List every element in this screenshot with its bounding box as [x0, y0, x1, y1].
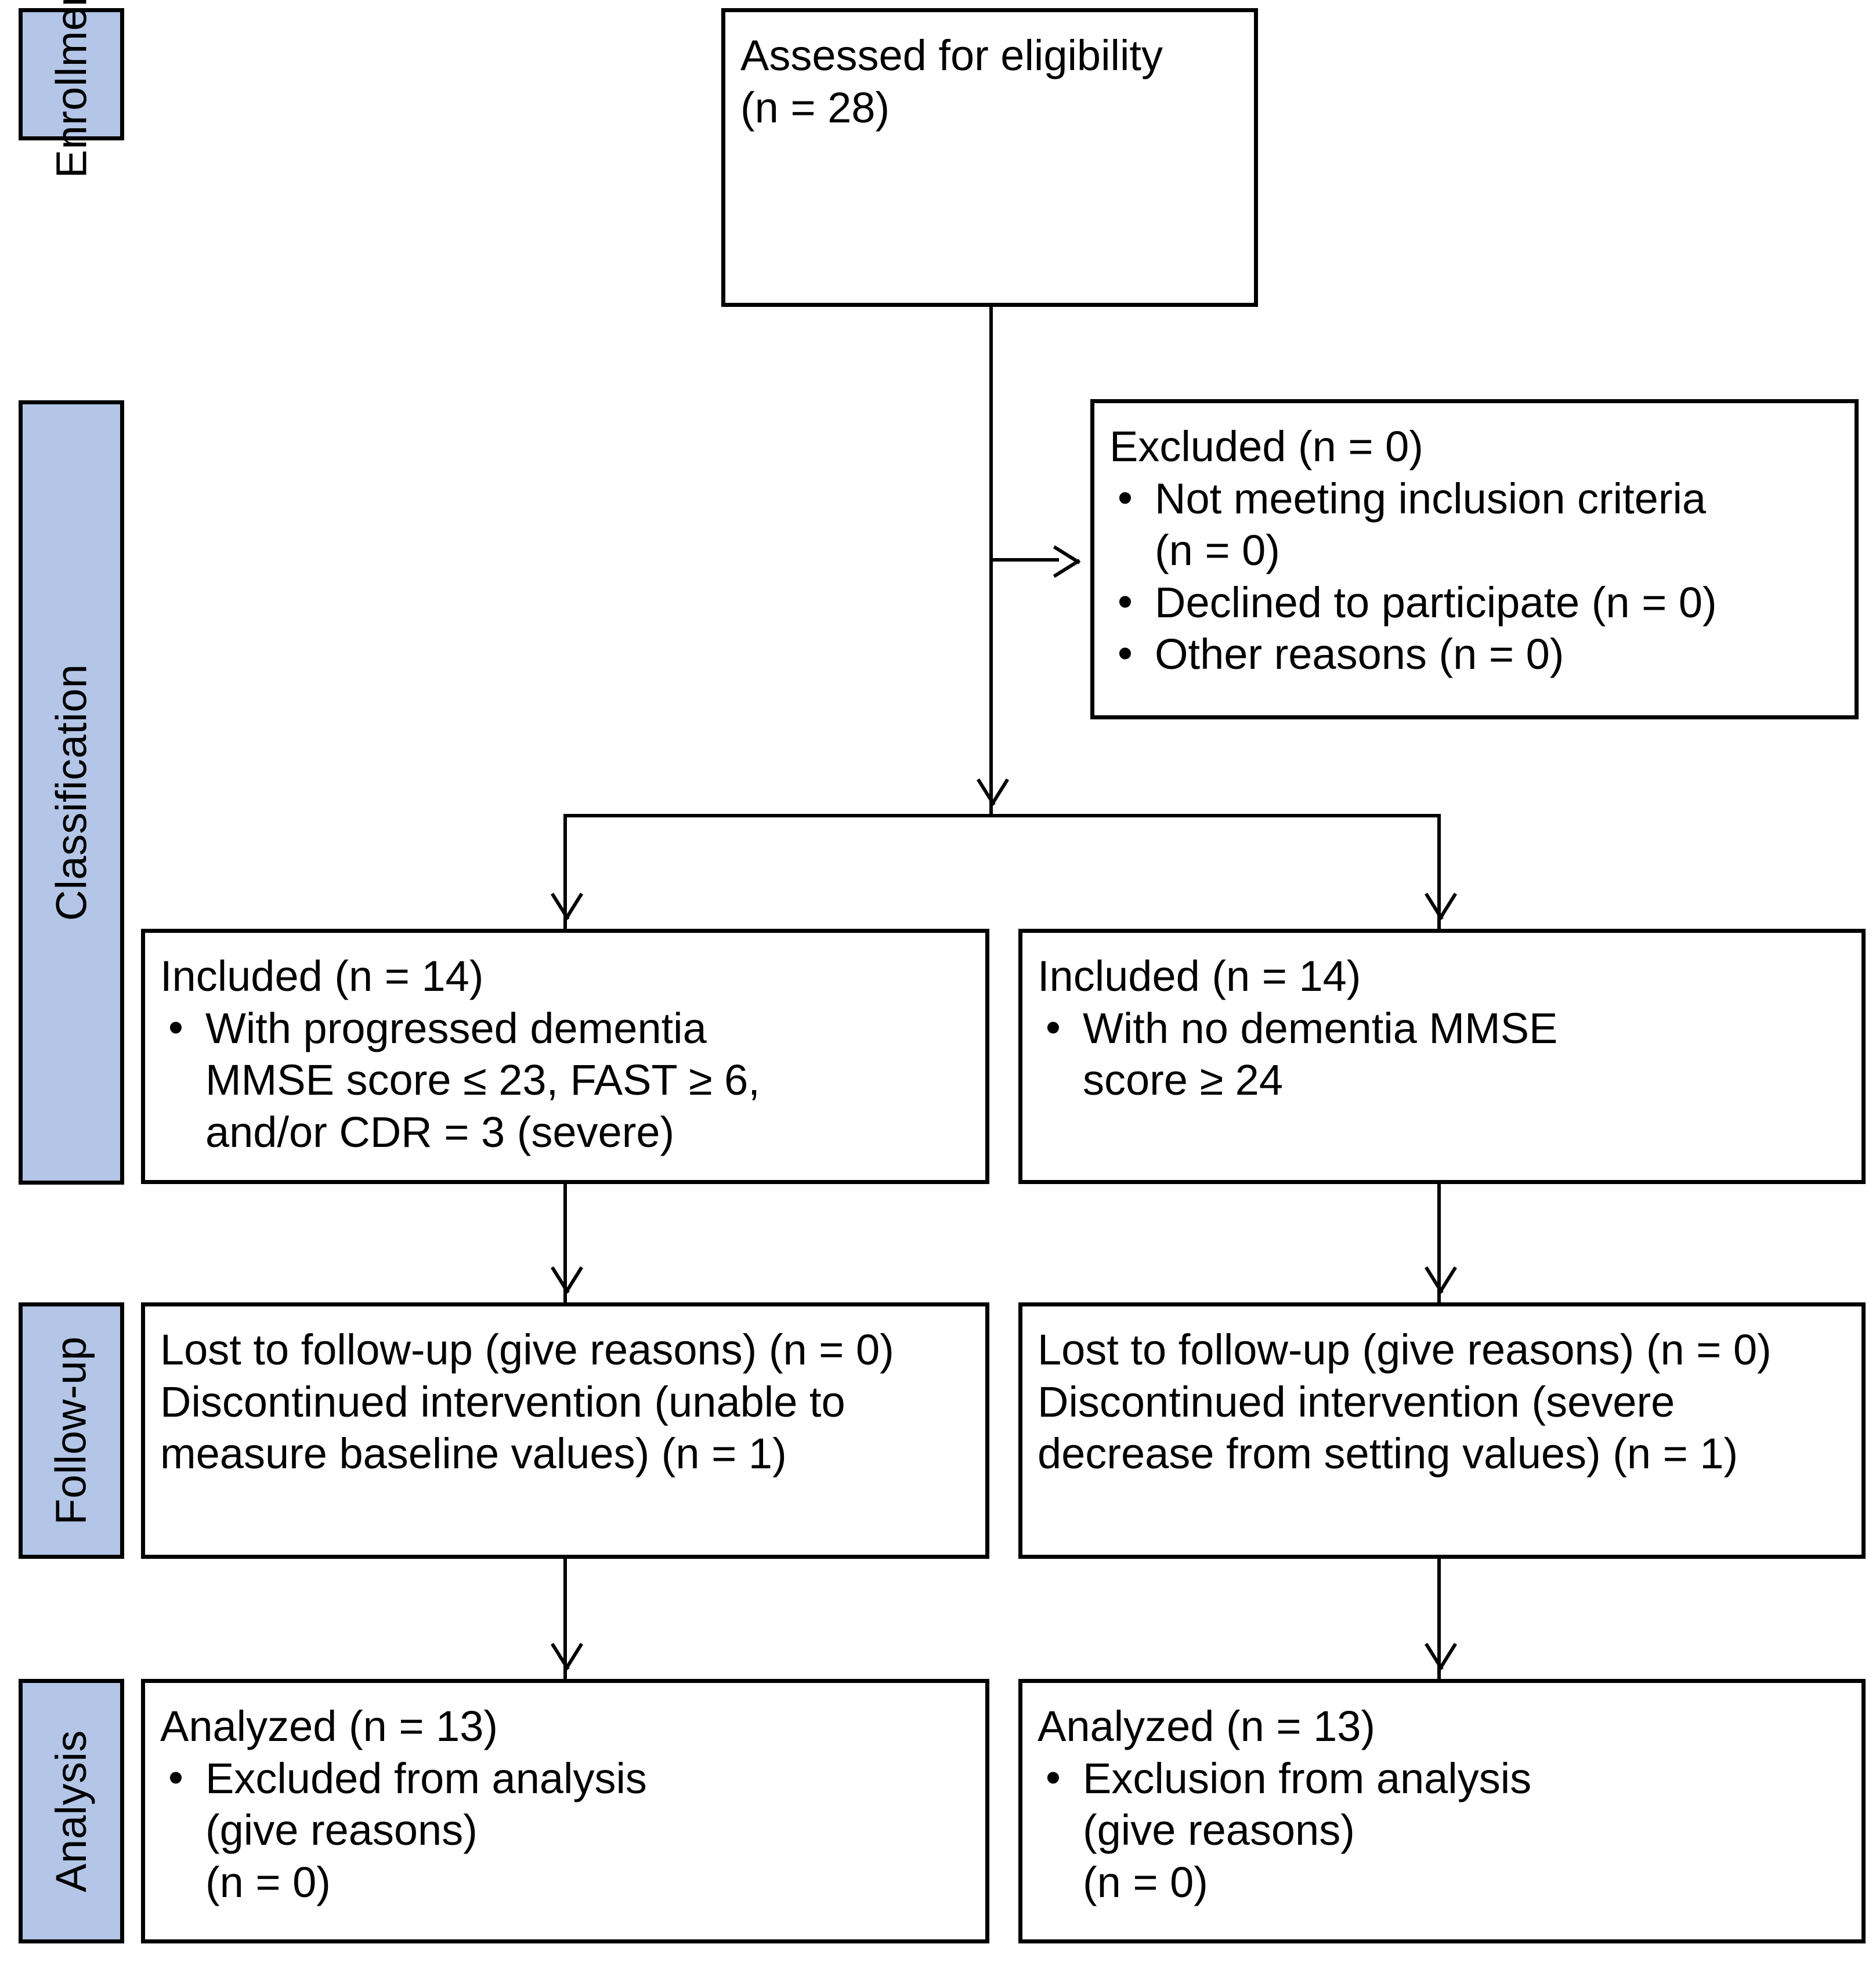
excluded-heading: Excluded (n = 0) [1109, 422, 1423, 470]
connector-included-left-to-followup-left [563, 1184, 567, 1302]
connector-included-right-to-followup-right [1437, 1184, 1441, 1302]
assessed-line-1: Assessed for eligibility [740, 31, 1163, 79]
node-analysis-right: Analyzed (n = 13) Exclusion from analysi… [1018, 1679, 1866, 1943]
included-right-heading: Included (n = 14) [1038, 952, 1361, 1000]
followup-left-line-1: Lost to follow-up (give reasons) (n = 0) [160, 1326, 894, 1374]
analysis-left-heading: Analyzed (n = 13) [160, 1702, 498, 1750]
arrowhead-followup-right-to-analysis-right [1420, 1645, 1458, 1683]
node-included-left: Included (n = 14) With progressed dement… [141, 929, 989, 1184]
followup-right-line-2: Discontinued intervention (severe decrea… [1038, 1377, 1738, 1478]
arrowhead-trunk-to-fork [972, 780, 1010, 819]
excluded-bullet-item: Not meeting inclusion criteria (n = 0) [1109, 472, 1839, 577]
assessed-line-2: (n = 28) [740, 83, 890, 132]
node-assessed-for-eligibility: Assessed for eligibility (n = 28) [721, 8, 1258, 307]
analysis-left-bullet-item: Excluded from analysis (give reasons) (n… [160, 1751, 970, 1909]
included-right-bullet-item: With no dementia MMSE score ≥ 24 [1038, 1001, 1846, 1106]
analysis-right-bullet-item: Exclusion from analysis (give reasons) (… [1038, 1751, 1846, 1909]
stage-band-followup: Follow-up [19, 1302, 124, 1559]
stage-band-enrollment: Enrollment [19, 0, 124, 178]
node-followup-left: Lost to follow-up (give reasons) (n = 0)… [141, 1302, 989, 1559]
arrowhead-included-right-to-followup-right [1420, 1268, 1458, 1306]
arrowhead-fork-left [546, 895, 584, 933]
followup-left-line-2: Discontinued intervention (unable to mea… [160, 1377, 845, 1478]
arrowhead-included-left-to-followup-left [546, 1268, 584, 1306]
connector-fork-right-leg [1437, 814, 1441, 929]
arrowhead-to-excluded [1055, 541, 1093, 579]
stage-label-analysis: Analysis [47, 1730, 95, 1892]
included-left-heading: Included (n = 14) [160, 952, 484, 1000]
arrowhead-fork-right [1420, 895, 1458, 933]
included-right-bullet-list: With no dementia MMSE score ≥ 24 [1038, 1001, 1846, 1106]
connector-fork-bar [563, 814, 1441, 817]
connector-followup-right-to-analysis-right [1437, 1559, 1441, 1679]
node-analysis-left: Analyzed (n = 13) Excluded from analysis… [141, 1679, 989, 1943]
followup-right-line-1: Lost to follow-up (give reasons) (n = 0) [1038, 1326, 1772, 1374]
stage-band-analysis: Analysis [19, 1679, 124, 1943]
included-left-bullet-item: With progressed dementia MMSE score ≤ 23… [160, 1001, 970, 1159]
node-followup-right: Lost to follow-up (give reasons) (n = 0)… [1018, 1302, 1866, 1559]
analysis-right-bullet-list: Exclusion from analysis (give reasons) (… [1038, 1751, 1846, 1909]
node-excluded: Excluded (n = 0) Not meeting inclusion c… [1090, 399, 1859, 719]
connector-trunk-to-excluded [989, 558, 1059, 562]
stage-label-followup: Follow-up [47, 1336, 96, 1525]
analysis-left-bullet-list: Excluded from analysis (give reasons) (n… [160, 1751, 970, 1909]
excluded-bullet-item: Declined to participate (n = 0) [1109, 575, 1839, 629]
analysis-right-heading: Analyzed (n = 13) [1038, 1702, 1376, 1750]
stage-label-classification: Classification [47, 664, 96, 921]
excluded-bullet-list: Not meeting inclusion criteria (n = 0) D… [1109, 472, 1839, 680]
stage-label-enrollment: Enrollment [47, 0, 95, 179]
node-included-right: Included (n = 14) With no dementia MMSE … [1018, 929, 1866, 1184]
stage-band-classification: Classification [19, 400, 124, 1185]
included-left-bullet-list: With progressed dementia MMSE score ≤ 23… [160, 1001, 970, 1159]
connector-followup-left-to-analysis-left [563, 1559, 567, 1679]
connector-fork-left-leg [563, 814, 567, 929]
excluded-bullet-item: Other reasons (n = 0) [1109, 627, 1839, 680]
arrowhead-followup-left-to-analysis-left [546, 1645, 584, 1683]
